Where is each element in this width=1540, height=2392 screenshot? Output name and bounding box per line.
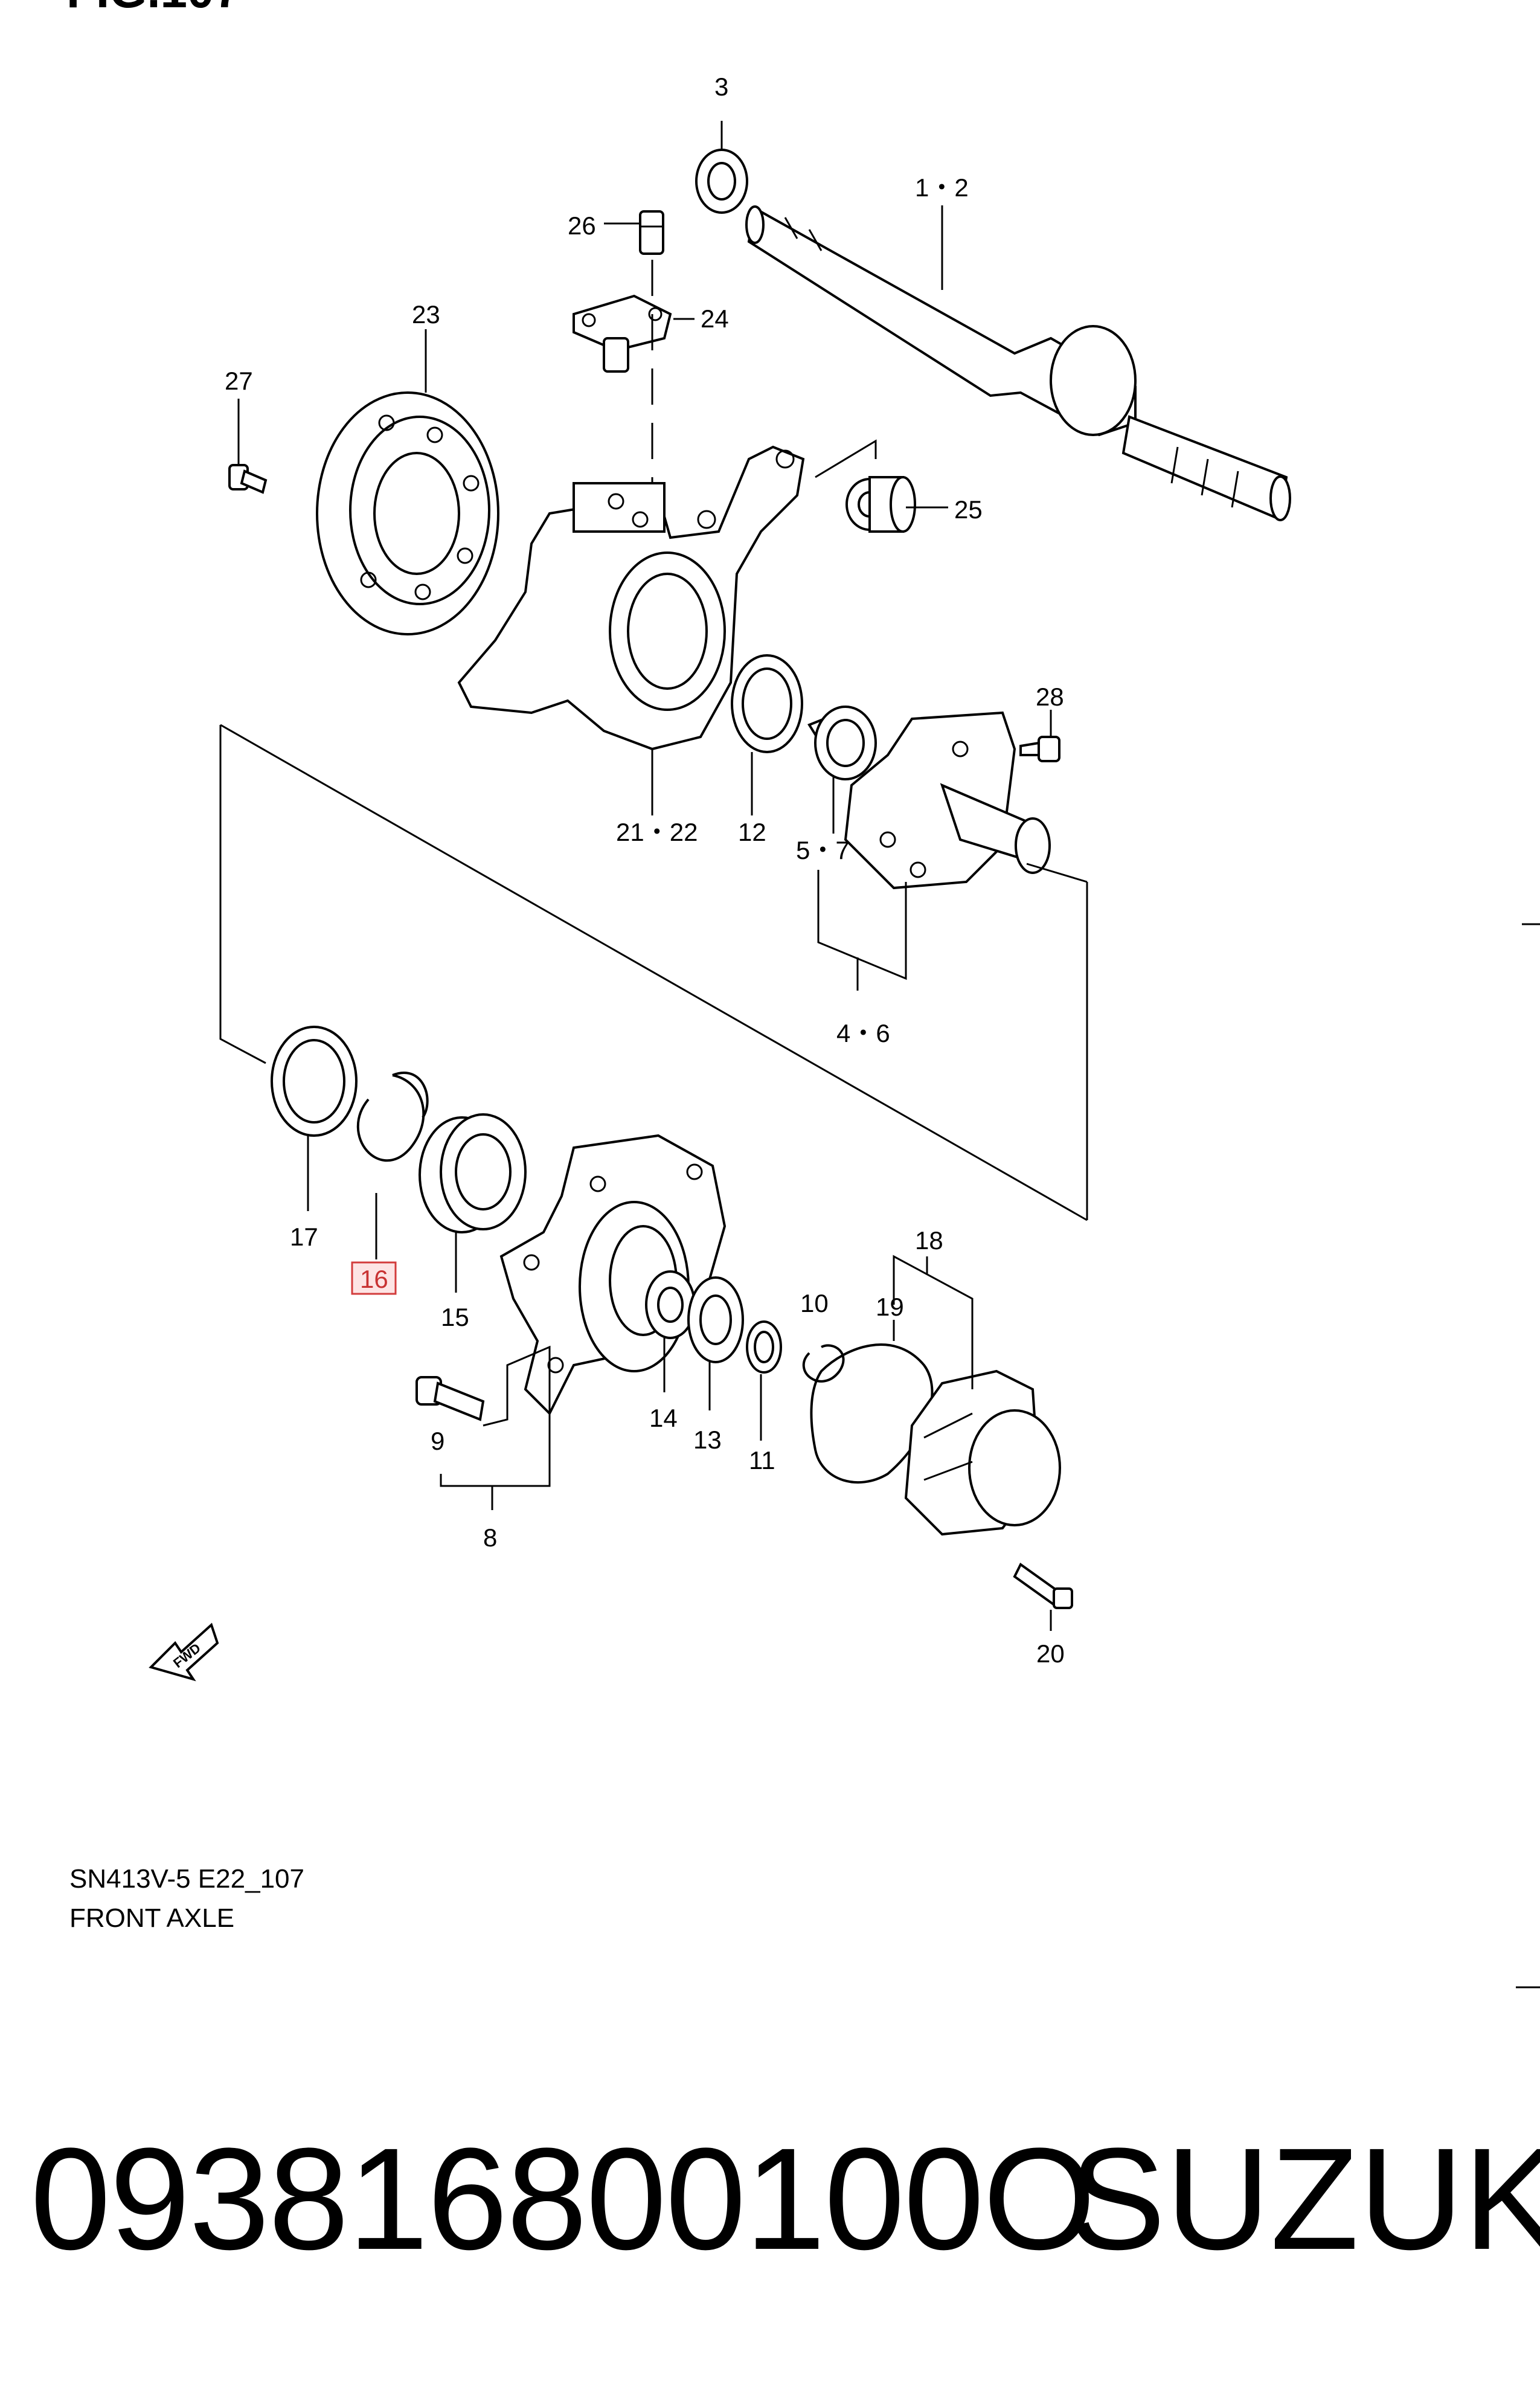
callout-4-6: 4・6 [836,1019,890,1047]
figure-header: FIG.107 [66,0,241,18]
callout-23: 23 [412,300,440,329]
spindle-4-6 [844,711,1051,890]
kingpin-bolt-26 [639,210,664,255]
wheel-bearing-15 [419,1113,527,1233]
brand-name: SUZUKI [1069,2118,1540,2280]
callout-25: 25 [954,495,983,524]
snap-ring-16 [356,1072,429,1162]
bolt-28 [1019,736,1060,762]
callout-15: 15 [441,1303,469,1331]
steering-knuckle-21-22 [457,445,805,751]
highlight-box-16 [351,1261,397,1295]
bolt-27 [228,464,268,494]
lock-nut-13 [687,1276,744,1363]
oil-seal-12 [731,654,803,753]
callout-10: 10 [800,1289,829,1317]
freewheel-hub-18 [904,1369,1061,1536]
callout-1-2: 1・2 [915,173,969,202]
bushing-5-7 [807,706,877,780]
fwd-arrow-icon: FWD [149,1622,219,1682]
callout-13: 13 [693,1426,722,1454]
callout-21-22: 21・22 [616,818,698,846]
leader-lines [237,121,1052,1631]
callout-26: 26 [568,211,596,240]
exploded-parts-diagram: FIG.107 [66,0,1540,1989]
callout-20: 20 [1036,1639,1065,1668]
callout-9: 9 [431,1427,444,1455]
snap-ring-10 [802,1344,845,1383]
callout-5-7: 5・7 [796,836,850,864]
callout-27: 27 [225,367,253,395]
callout-11: 11 [749,1446,775,1474]
oil-seal-3 [695,149,748,214]
brake-hub-23 [316,391,499,635]
bolt-20 [1013,1563,1073,1609]
wheel-hub-8 [499,1134,727,1416]
callout-3: 3 [714,72,728,101]
figure-code: SN413V-5 E22_107 [69,1864,304,1894]
callout-28: 28 [1036,683,1064,711]
callout-12: 12 [738,818,766,846]
oil-seal-17 [271,1026,358,1137]
callout-17: 17 [290,1223,318,1251]
callout-19: 19 [876,1293,904,1321]
kingpin-plate-24 [573,294,672,373]
callout-24: 24 [701,304,729,333]
seal-11 [746,1320,782,1374]
callout-8: 8 [483,1523,497,1552]
gasket-19 [810,1343,934,1484]
part-number: 093816800100O [30,2118,1096,2280]
callout-14: 14 [649,1404,678,1432]
callout-16: 16 [360,1265,388,1293]
washer-14 [645,1270,696,1339]
drive-shaft [745,205,1291,521]
needle-bearing-25 [845,476,916,533]
hub-stud-9 [415,1376,485,1421]
footer [0,1993,1540,2392]
callout-18: 18 [915,1226,943,1255]
figure-title: FRONT AXLE [69,1903,234,1933]
